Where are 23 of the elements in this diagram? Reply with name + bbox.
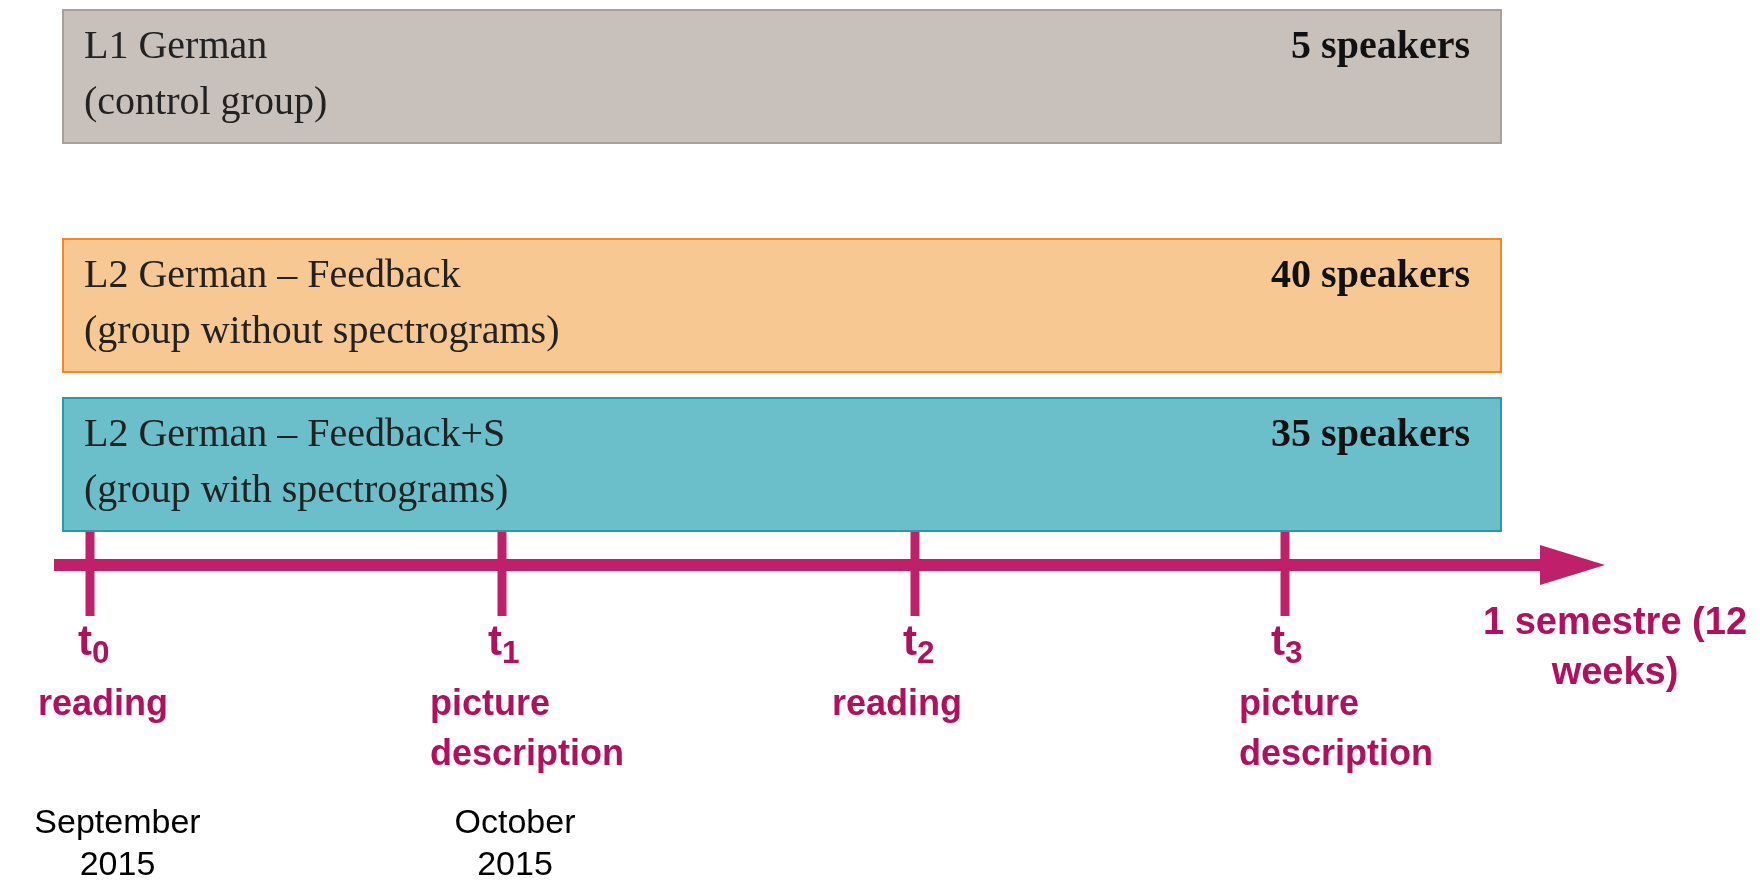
speaker-count: 35 speakers <box>1271 409 1470 457</box>
group-box <box>62 9 1502 144</box>
task-label: reading <box>38 681 170 725</box>
date-label: September 2015 <box>33 801 202 884</box>
task-label: reading <box>832 681 964 725</box>
group-description: (control group) <box>84 77 328 125</box>
date-label: October 2015 <box>453 801 577 884</box>
group-description: (group with spectrograms) <box>84 465 509 513</box>
speaker-count: 40 speakers <box>1271 250 1470 298</box>
task-label: picture description <box>1239 681 1435 775</box>
time-point-label: t$_{1}$ <box>488 618 521 664</box>
time-point-label: t$_{2}$ <box>903 618 936 664</box>
time-point-label: t$_{3}$ <box>1271 618 1304 664</box>
axis-label: 1 semestre (12 weeks) <box>1481 599 1749 694</box>
task-label: picture description <box>430 681 626 775</box>
group-description: (group without spectrograms) <box>84 306 560 354</box>
group-box <box>62 397 1502 532</box>
time-point-label: t$_{0}$ <box>78 618 111 664</box>
group-title: L1 German <box>84 21 268 69</box>
group-title: L2 German – Feedback <box>84 250 461 298</box>
group-box <box>62 238 1502 373</box>
speaker-count: 5 speakers <box>1291 21 1470 69</box>
group-title: L2 German – Feedback+S <box>84 409 506 457</box>
